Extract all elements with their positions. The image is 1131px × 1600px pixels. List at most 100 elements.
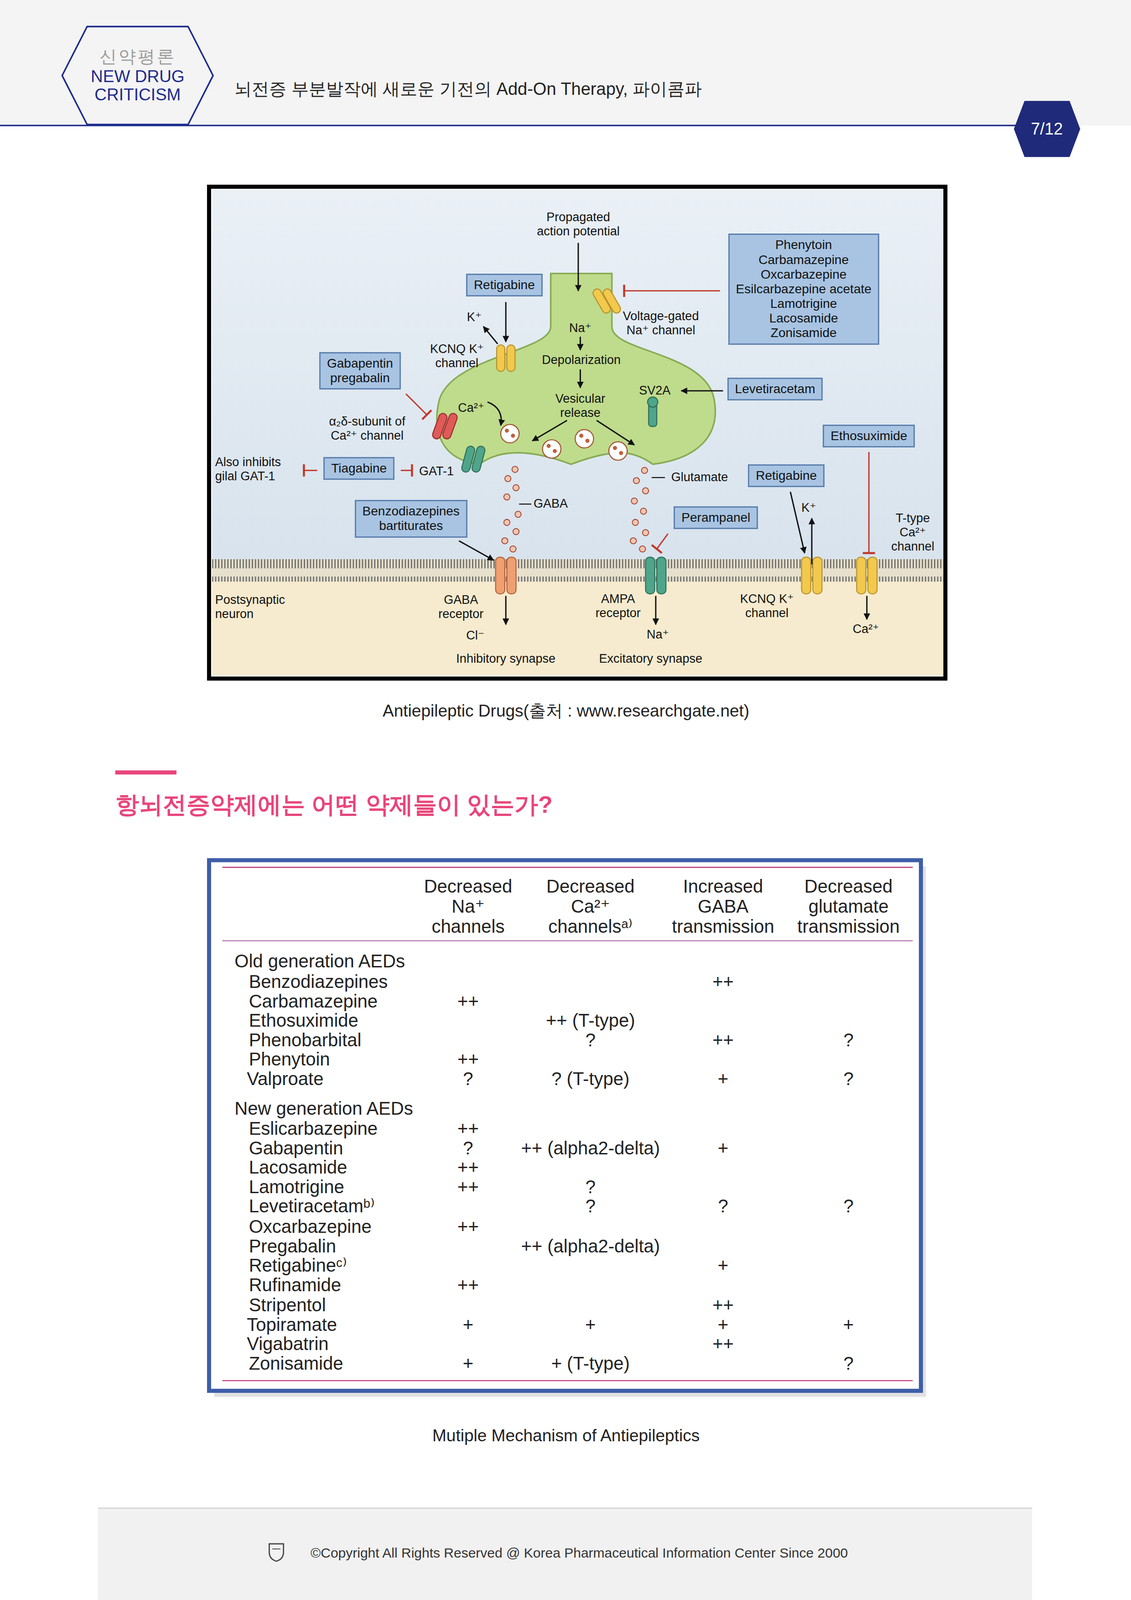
row-name: Stripentol xyxy=(249,1294,327,1315)
drug-name: Benzodiazepines bartiturates xyxy=(362,503,460,534)
row-name: Phenytoin xyxy=(249,1048,331,1069)
figure-label: Cl⁻ xyxy=(466,628,485,643)
header-band xyxy=(0,0,1131,126)
glutamate-molecules xyxy=(642,487,649,494)
ion-channels xyxy=(647,396,658,407)
ion-channels xyxy=(856,557,877,595)
row-name: Ethosuximide xyxy=(249,1010,359,1031)
drug-box: Gabapentin pregabalin xyxy=(319,352,401,390)
drug-box: Retigabine xyxy=(466,273,543,297)
glutamate-molecules xyxy=(632,519,639,526)
figure-label: K⁺ xyxy=(801,501,816,516)
arrows xyxy=(505,596,507,625)
table-cell: ? xyxy=(717,1195,728,1216)
row-name: Gabapentin xyxy=(249,1137,344,1158)
table-cell: + xyxy=(717,1255,729,1276)
leader-lines xyxy=(518,503,532,505)
ion-channels xyxy=(812,557,822,595)
table-cell: ? xyxy=(462,1137,473,1158)
arrows xyxy=(577,242,579,291)
table-cell: ++ xyxy=(457,1156,479,1178)
figure-label: T-type Ca²⁺ channel xyxy=(891,511,935,554)
figure-background xyxy=(212,559,944,582)
ion-channels xyxy=(431,287,877,594)
figure-label: Ca²⁺ xyxy=(457,400,485,416)
logo-korean: 신약평론 xyxy=(99,46,177,68)
drug-name: Lacosamide xyxy=(736,311,872,326)
drug-box: Levetiracetam xyxy=(727,377,824,401)
figure-frame xyxy=(208,186,946,679)
gaba-molecules xyxy=(513,484,519,491)
figure-label: Inhibitory synapse xyxy=(456,652,556,667)
vesicles xyxy=(500,424,519,443)
table-caption: Mutiple Mechanism of Antiepileptics xyxy=(432,1426,700,1446)
glutamate-molecules xyxy=(641,467,648,474)
table-cell: ++ (alpha2-delta) xyxy=(520,1235,660,1256)
table-cell: ++ xyxy=(457,1048,479,1069)
row-name: Carbamazepine xyxy=(249,990,378,1012)
column-header: Decreased Na⁺ channels xyxy=(424,876,513,937)
inhibition-lines xyxy=(651,544,662,554)
gaba-molecules xyxy=(513,528,519,535)
gaba-molecules xyxy=(503,493,510,500)
inhibition-lines xyxy=(410,464,413,477)
table-cell: ? (T-type) xyxy=(551,1068,630,1089)
ion-channels xyxy=(506,557,516,595)
vesicle-contents xyxy=(585,438,590,443)
figure-label: Ca²⁺ xyxy=(852,622,880,637)
table-cell: ++ xyxy=(712,971,734,992)
table-cell: ++ xyxy=(712,1029,734,1050)
presynaptic-terminal xyxy=(436,273,716,465)
vesicle-contents xyxy=(618,451,623,456)
arrows xyxy=(579,336,582,350)
table-cell: ++ xyxy=(457,1176,479,1197)
gaba-molecules xyxy=(501,537,508,544)
arrows xyxy=(596,420,635,446)
figure-label: Na⁺ xyxy=(569,321,592,336)
column-header: Decreased Ca²⁺ channelsᵃ⁾ xyxy=(546,876,635,937)
figure-label: Vesicular release xyxy=(555,391,606,421)
vesicle-contents xyxy=(579,433,584,438)
table-cell: ? xyxy=(843,1353,854,1374)
inhibition-lines xyxy=(422,409,432,420)
row-name: Zonisamide xyxy=(249,1353,344,1374)
table-cell: ++ xyxy=(712,1294,734,1315)
ion-channels xyxy=(496,344,505,372)
drug-name: Ethosuximide xyxy=(830,428,908,444)
figure-label: Postsynaptic neuron xyxy=(215,592,286,622)
table-cell: ++ (alpha2-delta) xyxy=(520,1137,660,1158)
table-cell: + xyxy=(462,1314,474,1335)
row-name: Topiramate xyxy=(246,1314,338,1335)
table-cell: ++ xyxy=(457,990,479,1012)
glutamate-molecules xyxy=(630,467,649,553)
column-header: Increased GABA transmission xyxy=(671,876,775,937)
glutamate-molecules xyxy=(633,477,640,484)
drug-name: Carbamazepine xyxy=(736,252,872,268)
inhibition-lines xyxy=(405,394,428,416)
badge-shape xyxy=(1013,100,1080,157)
vesicles xyxy=(500,424,628,461)
ion-channels xyxy=(461,445,487,473)
ion-channels xyxy=(496,344,515,372)
vesicle-contents xyxy=(546,443,551,448)
column-header: Decreased glutamate transmission xyxy=(797,876,900,937)
row-name: Benzodiazepines xyxy=(249,971,389,992)
figure-background xyxy=(212,559,944,676)
table-cell: ? xyxy=(585,1195,596,1216)
table-frame xyxy=(222,1380,914,1382)
row-name: New generation AEDs xyxy=(234,1098,413,1119)
ion-channels xyxy=(645,557,655,595)
figure-label: Propagated action potential xyxy=(529,210,627,239)
table-cell: ++ xyxy=(712,1333,734,1354)
figure-label: Excitatory synapse xyxy=(598,652,703,667)
logo-hexagon: 신약평론NEW DRUG CRITICISM xyxy=(61,25,214,126)
table-cell: ? xyxy=(843,1029,854,1050)
ion-channels xyxy=(506,344,515,372)
ion-channels xyxy=(431,412,459,441)
logo-english: NEW DRUG CRITICISM xyxy=(78,67,198,105)
footer-band xyxy=(269,1543,284,1562)
drug-box: Ethosuximide xyxy=(822,424,915,448)
drug-box: Benzodiazepines bartiturates xyxy=(354,499,468,538)
page-badge: 7/12 xyxy=(1012,99,1082,159)
